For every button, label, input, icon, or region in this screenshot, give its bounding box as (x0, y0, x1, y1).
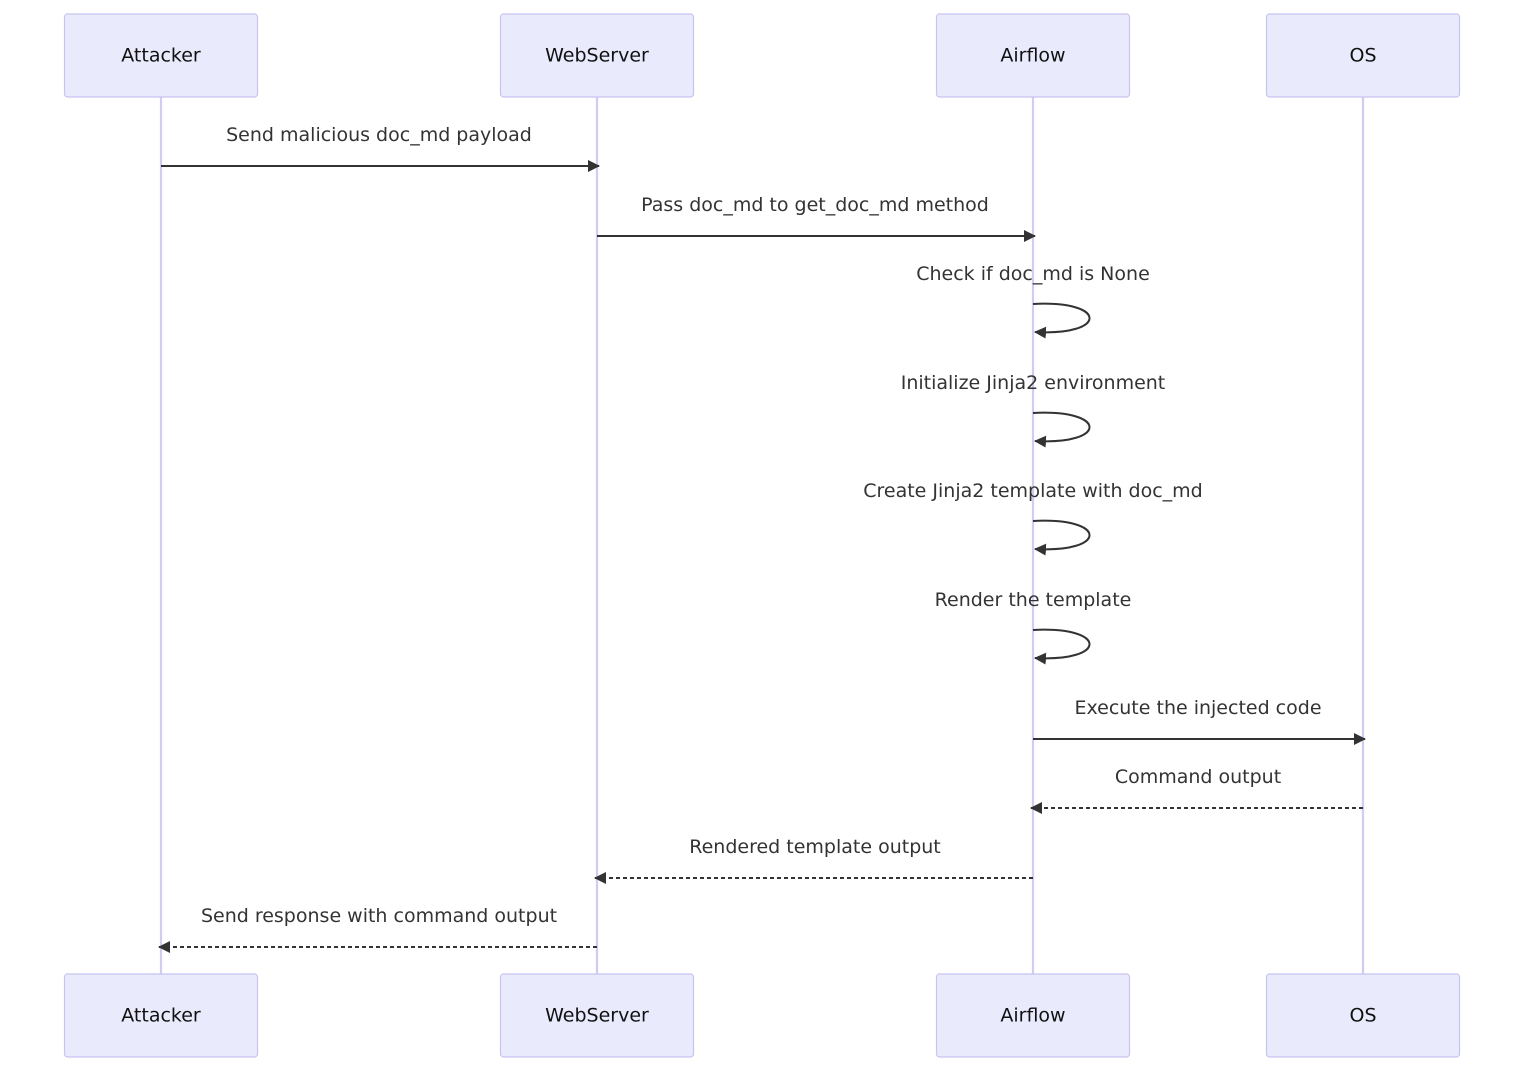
participant-box (63, 13, 259, 98)
participant-webserver-bottom: WebServer (499, 973, 695, 1058)
participant-label: Attacker (121, 1005, 201, 1027)
message-arrow (1032, 411, 1091, 448)
participant-box (935, 13, 1131, 98)
participant-label: WebServer (545, 1005, 649, 1027)
message-5: Create Jinja2 template with doc_md (863, 480, 1203, 556)
message-arrow (1032, 519, 1091, 556)
message-label: Check if doc_md is None (916, 263, 1150, 285)
message-8: Command output (1030, 766, 1363, 814)
message-7: Execute the injected code (1033, 697, 1366, 745)
message-6: Render the template (935, 589, 1132, 665)
participant-airflow-top: Airflow (935, 13, 1131, 98)
participant-attacker-bottom: Attacker (63, 973, 259, 1058)
participant-webserver-top: WebServer (499, 13, 695, 98)
participant-attacker-top: Attacker (63, 13, 259, 98)
participant-box (63, 973, 259, 1058)
participant-label: Attacker (121, 45, 201, 67)
message-9: Rendered template output (594, 836, 1033, 884)
message-1: Send malicious doc_md payload (161, 124, 600, 172)
message-label: Create Jinja2 template with doc_md (863, 480, 1203, 502)
participant-label: OS (1349, 45, 1376, 67)
message-arrow (1032, 628, 1091, 665)
participant-box (1265, 973, 1461, 1058)
participant-label: Airflow (1000, 1005, 1065, 1027)
participant-box (935, 973, 1131, 1058)
participant-airflow-bottom: Airflow (935, 973, 1131, 1058)
participant-label: WebServer (545, 45, 649, 67)
message-label: Initialize Jinja2 environment (901, 372, 1166, 394)
message-4: Initialize Jinja2 environment (901, 372, 1166, 448)
message-10: Send response with command output (158, 905, 597, 953)
lifelines (159, 97, 1365, 974)
participant-box (1265, 13, 1461, 98)
message-label: Rendered template output (689, 836, 941, 858)
message-label: Pass doc_md to get_doc_md method (641, 194, 989, 216)
participant-label: OS (1349, 1005, 1376, 1027)
participant-box (499, 13, 695, 98)
message-label: Render the template (935, 589, 1132, 611)
message-label: Send response with command output (201, 905, 557, 927)
message-label: Command output (1115, 766, 1281, 788)
participant-box (499, 973, 695, 1058)
message-label: Send malicious doc_md payload (226, 124, 532, 146)
message-label: Execute the injected code (1074, 697, 1321, 719)
message-3: Check if doc_md is None (916, 263, 1150, 339)
message-2: Pass doc_md to get_doc_md method (597, 194, 1036, 242)
participant-os-top: OS (1265, 13, 1461, 98)
participants: AttackerAttackerWebServerWebServerAirflo… (63, 13, 1461, 1058)
participant-label: Airflow (1000, 45, 1065, 67)
participant-os-bottom: OS (1265, 973, 1461, 1058)
message-arrow (1032, 302, 1091, 339)
